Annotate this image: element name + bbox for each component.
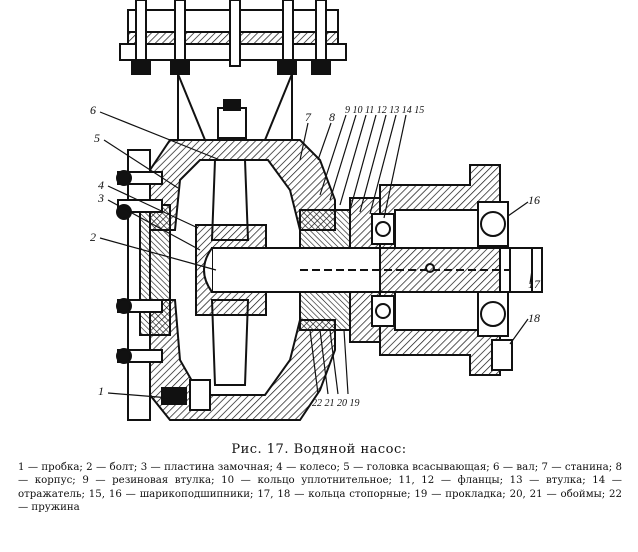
callout-17: 17 [528, 277, 541, 291]
top-flange-assembly [119, 0, 347, 141]
callout-6: 6 [90, 103, 96, 117]
bearing-housing [371, 164, 533, 376]
callout-2: 2 [90, 230, 96, 244]
callout-8: 8 [329, 110, 335, 124]
callout-18: 18 [528, 311, 540, 325]
seal-assembly [299, 197, 381, 343]
figure-caption: Рис. 17. Водяной насос: [231, 442, 407, 457]
legend-text: 1 — пробка; 2 — болт; 3 — пластина замоч… [18, 462, 622, 513]
callout-7: 7 [305, 110, 312, 124]
callout-16: 16 [528, 193, 540, 207]
callout-labels: 1 2 3 4 5 6 7 8 9 10 11 12 13 14 15 16 1… [90, 103, 541, 409]
callout-22-to-19: 22 21 20 19 [312, 398, 360, 409]
callout-1: 1 [98, 384, 104, 398]
figure-legend: 1 — пробка; 2 — болт; 3 — пластина замоч… [18, 461, 622, 514]
callout-4: 4 [98, 178, 104, 192]
callout-3: 3 [97, 191, 104, 205]
callout-9-to-15: 9 10 11 12 13 14 15 [345, 105, 424, 116]
water-pump-drawing: 1 2 3 4 5 6 7 8 9 10 11 12 13 14 15 16 1… [90, 0, 543, 421]
pump-housing [149, 99, 336, 421]
callout-5: 5 [94, 131, 100, 145]
suction-head [116, 149, 187, 421]
leader-lines [99, 111, 533, 399]
